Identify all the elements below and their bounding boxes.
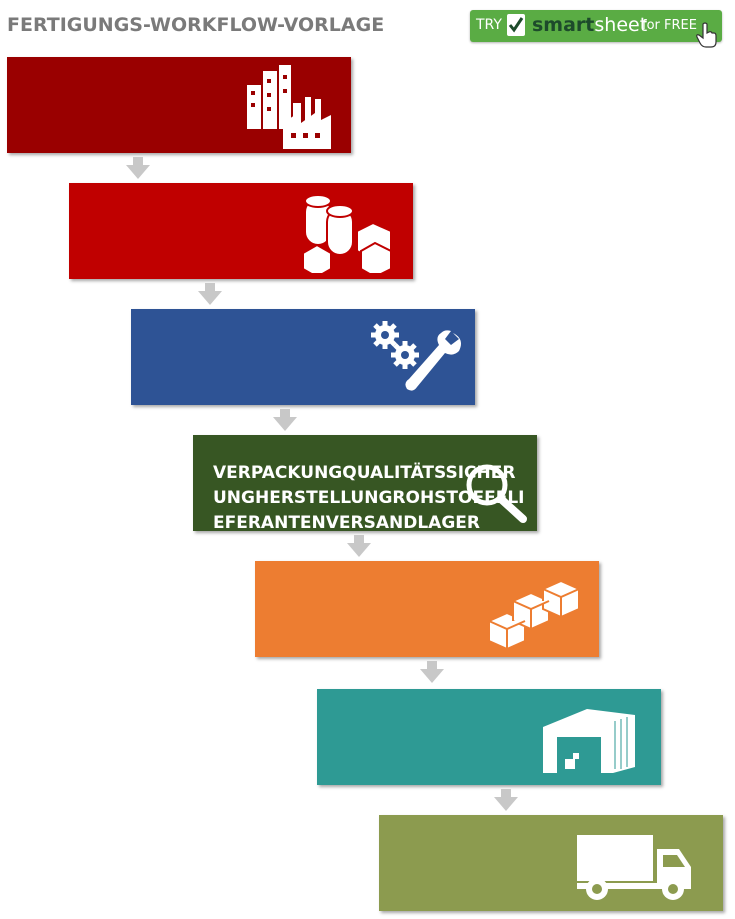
truck-icon — [577, 835, 691, 900]
workflow-step-3[interactable] — [131, 309, 475, 405]
hand-cursor-icon — [696, 22, 718, 52]
down-arrow-icon — [126, 157, 150, 179]
down-arrow-icon — [273, 409, 297, 431]
promo-brand: smartsheet — [532, 14, 647, 36]
workflow-step-6[interactable] — [317, 689, 661, 785]
gears-wrench-icon — [371, 321, 461, 391]
checkmark-icon — [507, 14, 525, 36]
step-label: VERPACKUNGQUALITÄTSSICHERUNGHERSTELLUNGR… — [213, 463, 525, 531]
page-title: FERTIGUNGS-WORKFLOW-VORLAGE — [7, 14, 385, 36]
down-arrow-icon — [420, 661, 444, 683]
workflow-step-4[interactable]: VERPACKUNGQUALITÄTSSICHERUNGHERSTELLUNGR… — [193, 435, 537, 531]
workflow-step-7[interactable] — [379, 815, 723, 911]
promo-brand-a: smart — [532, 14, 595, 36]
magnifier-icon — [466, 464, 527, 523]
packages-icon — [488, 579, 580, 649]
promo-brand-b: sheet — [594, 14, 648, 36]
factory-icon — [247, 65, 331, 149]
warehouse-icon — [543, 709, 635, 773]
try-smartsheet-button[interactable]: TRY smartsheet for FREE — [470, 10, 722, 48]
workflow-step-2[interactable] — [69, 183, 413, 279]
down-arrow-icon — [347, 535, 371, 557]
raw-materials-icon — [302, 194, 392, 273]
down-arrow-icon — [198, 283, 222, 305]
workflow-step-5[interactable] — [255, 561, 599, 657]
promo-free-label: for FREE — [642, 18, 697, 33]
workflow-step-1[interactable] — [7, 57, 351, 153]
down-arrow-icon — [494, 789, 518, 811]
promo-try-label: TRY — [476, 17, 502, 33]
